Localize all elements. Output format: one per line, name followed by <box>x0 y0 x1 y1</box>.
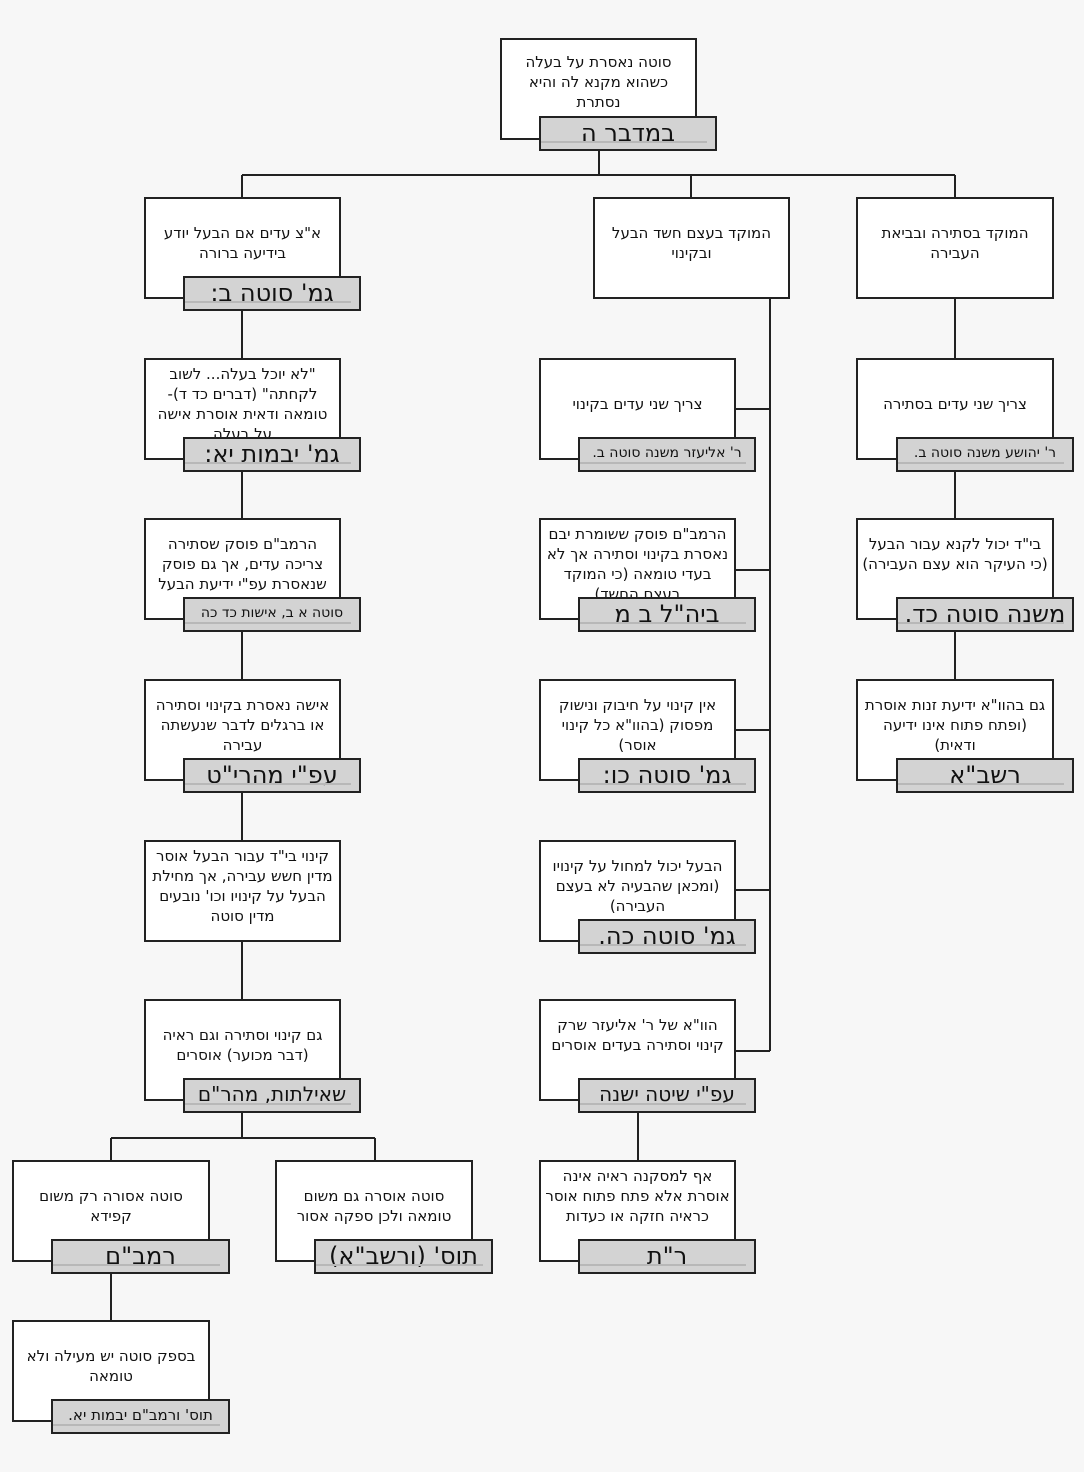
node-text: צריך שני עדים בסתירה <box>883 395 1027 413</box>
source-text: גמ' סוטה ב: <box>210 279 334 307</box>
node-text: גם קינוי וסתירה וגם ראיה (דבר מכוער) אוס… <box>162 1026 323 1064</box>
source-label: ביה"ל ב מ <box>578 597 756 632</box>
left-node-2: הרמב"ם פוסק שסתירה צריכה עדים, אך גם פוס… <box>144 518 341 620</box>
node-text: סוטה אסורה רק משום קפידא <box>39 1187 183 1225</box>
source-text: ר"ת <box>646 1242 688 1270</box>
source-text: גמ' סוטה כו: <box>602 761 732 789</box>
node-text: סוטה נאסרת על בעלה כשהוא מקנא לה והיא נס… <box>525 53 672 111</box>
middle-node-2: הרמב"ם פוסק ששומרת יבם נאסרת בקינוי וסתי… <box>539 518 736 620</box>
node-text: צריך שני עדים בקינוי <box>572 395 703 413</box>
source-label: גמ' סוטה כו: <box>578 758 756 793</box>
node-text: הרמב"ם פוסק ששומרת יבם נאסרת בקינוי וסתי… <box>546 525 729 600</box>
node-text: הוו"א של ר' אליעזר שרק קינוי וסתירה בעדי… <box>551 1016 724 1054</box>
node-text: גם בהוו"א ידיעת זנות אוסרת (ופתח פתוח אי… <box>864 696 1046 754</box>
source-text: גמ' סוטה כה. <box>598 922 736 950</box>
node-text: המוקד בסתירה ובביאת העבירה <box>881 224 1029 262</box>
source-text: ר' אליעזר משנה סוטה ב. <box>592 445 742 461</box>
node-text: אישה נאסרת בקינוי וסתירה או ברגלים לדבר … <box>155 696 330 754</box>
source-label: ר' אליעזר משנה סוטה ב. <box>578 437 756 472</box>
source-label: גמ' סוטה ב: <box>183 276 361 311</box>
left-node-4: קינוי בי"ד עבור הבעל אוסר מדין חשש עבירה… <box>144 840 341 942</box>
source-label: ר"ת <box>578 1239 756 1274</box>
node-text: המוקד בעצם חשד הבעל ובקינוי <box>611 224 772 262</box>
source-text: סוטה א ב, אישות כד כה <box>200 605 344 621</box>
source-text: משנה סוטה כד. <box>904 600 1066 628</box>
source-text: במדבר ה <box>580 119 675 147</box>
source-label: גמ' יבמות יא: <box>183 437 361 472</box>
source-text: רשב"א <box>949 761 1021 789</box>
node-text: בספק סוטה יש מעילה ולא טומאה <box>26 1347 196 1385</box>
node-text: קינוי בי"ד עבור הבעל אוסר מדין חשש עבירה… <box>152 847 333 925</box>
middle-header-node: המוקד בעצם חשד הבעל ובקינוי <box>593 197 790 299</box>
source-label: סוטה א ב, אישות כד כה <box>183 597 361 632</box>
source-label: גמ' סוטה כה. <box>578 919 756 954</box>
right-header-node: המוקד בסתירה ובביאת העבירה <box>856 197 1054 299</box>
source-text: שאילתות, מהר"ם <box>197 1082 347 1106</box>
source-label: תוס' (ורשב"א) <box>314 1239 493 1274</box>
source-label: תוס' ורמב"ם יבמות יא. <box>51 1399 230 1434</box>
node-text: הבעל יכול למחול על קינויו (ומכאן שהבעיה … <box>552 857 723 915</box>
node-text: הרמב"ם פוסק שסתירה צריכה עדים, אך גם פוס… <box>158 535 327 593</box>
source-label: שאילתות, מהר"ם <box>183 1078 361 1113</box>
node-text: סוטה אוסרה גם משום טומאה ולכן ספקה אסור <box>296 1187 452 1225</box>
source-text: גמ' יבמות יא: <box>204 440 340 468</box>
source-label: רשב"א <box>896 758 1074 793</box>
node-text: "לא יוכל בעלה... לשוב לקחתה" (דברים כד ד… <box>157 365 328 440</box>
source-label: רמב"ם <box>51 1239 230 1274</box>
source-text: ר' יהושע משנה סוטה ב. <box>913 445 1057 461</box>
node-text: בי"ד יכול לקנא עבור הבעל (כי העיקר הוא ע… <box>862 535 1048 573</box>
source-text: רמב"ם <box>105 1242 176 1270</box>
source-label: משנה סוטה כד. <box>896 597 1074 632</box>
node-text: א"צ עדים אם הבעל יודע בידיעה ברורה <box>163 224 322 262</box>
node-text: אין קינוי על חיבוק ונישוק מפסוק (בהוו"א … <box>558 696 717 754</box>
source-text: עפ"י מהרי"ט <box>206 761 338 789</box>
source-text: ביה"ל ב מ <box>614 600 720 628</box>
source-text: עפ"י שיטה ישנה <box>599 1082 735 1106</box>
source-text: תוס' (ורשב"א) <box>329 1242 478 1270</box>
source-text: תוס' ורמב"ם יבמות יא. <box>68 1406 213 1424</box>
node-text: אף למסקנה ראיה אינה אוסרת אלא פתח פתוח א… <box>545 1167 730 1225</box>
source-label: עפ"י שיטה ישנה <box>578 1078 756 1113</box>
source-label: עפ"י מהרי"ט <box>183 758 361 793</box>
source-label: ר' יהושע משנה סוטה ב. <box>896 437 1074 472</box>
source-label: במדבר ה <box>539 116 717 151</box>
